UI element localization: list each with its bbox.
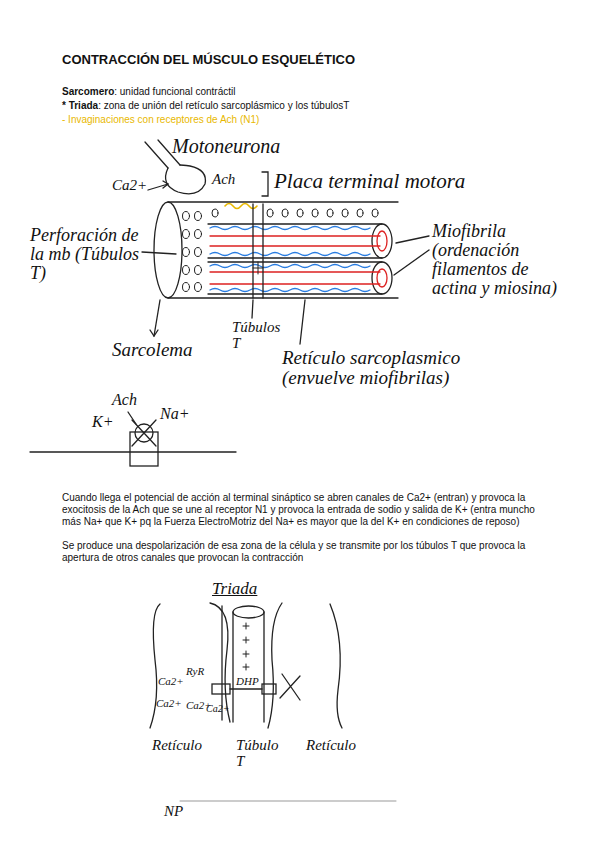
muscle-fiber-drawing [142,202,429,344]
note: - Invaginaciones con receptores de Ach (… [62,114,259,126]
page-mark: NP [164,804,183,820]
part-label: Ach [212,172,235,188]
part-label: Sarcolema [112,340,193,360]
term: Sarcomero [62,86,114,98]
part-label: Perforación de la mb (Túbulos T) [30,226,140,283]
part-label: Ach [112,392,137,409]
triad-drawing [150,603,396,801]
channel-label: RyR [186,666,204,678]
part-label: Motoneurona [172,136,280,157]
paragraph: Cuando llega el potencial de acción al t… [62,492,542,528]
term: * Triada [62,100,98,112]
part-label: Túbulos T [232,320,282,352]
ion-label: K+ [92,414,113,431]
diagram-heading: Triada [212,580,257,598]
ion-label: Na+ [160,406,189,423]
part-label: Miofibrila (ordenación filamentos de act… [432,222,572,298]
receptor-channel-drawing [30,412,236,466]
definition: : unidad funcional contráctil [114,86,235,98]
ion-label: Ca2+ [156,698,182,710]
part-label: Túbulo T [236,738,286,770]
definition: : zona de unión del retículo sarcoplásmi… [98,100,349,112]
part-label: Retículo [152,738,202,754]
page-title: CONTRACCIÓN DEL MÚSCULO ESQUELÉTICO [62,52,355,68]
ion-label: Ca2+ [206,704,229,715]
part-label: Retículo [306,738,356,754]
channel-label: DHP [236,676,259,688]
ion-label: Ca2+ [158,676,184,688]
part-label: Placa terminal motora [274,170,465,192]
paragraph: Se produce una despolarización de esa zo… [62,540,542,564]
part-label: Retículo sarcoplasmico (envuelve miofibr… [282,348,472,388]
ion-label: Ca2+ [112,178,147,194]
